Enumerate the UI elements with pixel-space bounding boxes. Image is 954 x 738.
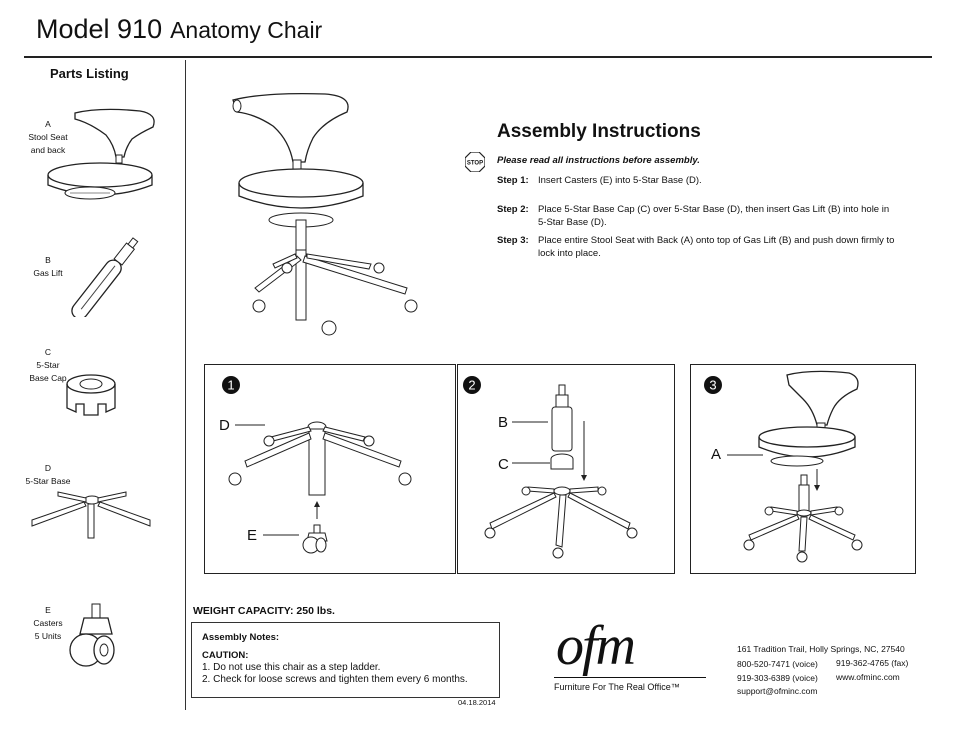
part-letter: D	[44, 463, 52, 473]
weight-capacity: WEIGHT CAPACITY: 250 lbs.	[193, 605, 335, 617]
part-name-2: and back	[30, 145, 66, 155]
step-text: Insert Casters (E) into 5-Star Base (D).	[538, 175, 702, 186]
part-name: Stool Seat	[28, 132, 68, 142]
model-subtitle: Anatomy Chair	[170, 17, 323, 43]
gas-lift-illustration	[71, 237, 139, 317]
step-panel-2: 2 B C	[457, 364, 675, 574]
company-logo: ofm Furniture For The Real Office™	[554, 616, 714, 704]
part-name: 5-Star	[36, 360, 60, 370]
step-label: Step 2:	[497, 204, 529, 215]
part-letter: A	[45, 119, 51, 129]
logo-wordmark: ofm	[556, 615, 636, 677]
company-voice-2: 919-303-6389 (voice)	[737, 673, 818, 683]
callout-e: E	[247, 527, 257, 544]
part-label-c: C 5-Star Base Cap	[13, 346, 83, 385]
step-text: Place 5-Star Base Cap (C) over 5-Star Ba…	[538, 204, 890, 228]
step-3: Step 3: Place entire Stool Seat with Back…	[497, 234, 898, 260]
step-text: Place entire Stool Seat with Back (A) on…	[538, 235, 895, 259]
company-address: 161 Tradition Trail, Holly Springs, NC, …	[737, 644, 905, 654]
assembly-notes-box: Assembly Notes: CAUTION: 1. Do not use t…	[191, 622, 500, 698]
callout-c: C	[498, 456, 509, 473]
step-panel-3: 3 A	[690, 364, 916, 574]
part-letter: E	[45, 605, 51, 615]
part-name: 5-Star Base	[25, 476, 71, 486]
note-item-1: 1. Do not use this chair as a step ladde…	[202, 662, 381, 673]
part-letter: B	[45, 255, 51, 265]
callout-d: D	[219, 417, 230, 434]
star-base-illustration	[31, 491, 151, 539]
stop-label: STOP	[467, 161, 483, 167]
logo-tagline: Furniture For The Real Office™	[554, 682, 680, 692]
part-letter: C	[44, 347, 52, 357]
stool-seat-illustration	[47, 108, 155, 200]
step-label: Step 1:	[497, 175, 529, 186]
stop-sign-icon: STOP	[465, 152, 485, 172]
note-item-2: 2. Check for loose screws and tighten th…	[202, 674, 468, 685]
part-label-b: B Gas Lift	[13, 254, 83, 280]
step-2-illustration: 2 B C	[463, 376, 638, 559]
callout-a: A	[711, 446, 721, 463]
part-name-2: Base Cap	[29, 373, 67, 383]
part-label-d: D 5-Star Base	[13, 462, 83, 488]
panel-number: 1	[227, 378, 234, 393]
part-label-e: E Casters 5 Units	[13, 604, 83, 643]
company-voice-1: 800-520-7471 (voice)	[737, 659, 818, 669]
caster-illustration	[69, 603, 115, 667]
callout-b: B	[498, 414, 508, 431]
panel-number: 3	[709, 378, 716, 393]
part-name: Casters	[33, 618, 63, 628]
column-divider	[185, 60, 186, 710]
panel-number: 2	[468, 378, 475, 393]
company-fax: 919-362-4765 (fax)	[836, 658, 909, 668]
step-2: Step 2: Place 5-Star Base Cap (C) over 5-…	[497, 203, 898, 229]
read-instructions-note: Please read all instructions before asse…	[497, 155, 700, 166]
logo-rule	[554, 677, 706, 678]
notes-title: Assembly Notes:	[202, 632, 280, 643]
header-divider	[24, 56, 932, 58]
part-name-2: 5 Units	[34, 631, 62, 641]
step-label: Step 3:	[497, 235, 529, 246]
assembly-title: Assembly Instructions	[497, 121, 701, 142]
step-panel-1: 1 D E	[204, 364, 456, 574]
step-3-illustration: 3 A	[704, 370, 863, 563]
caution-label: CAUTION:	[202, 650, 249, 661]
base-cap-illustration	[66, 374, 116, 416]
part-label-a: A Stool Seat and back	[13, 118, 83, 157]
step-1: Step 1: Insert Casters (E) into 5-Star Ba…	[497, 174, 898, 187]
company-email[interactable]: support@ofminc.com	[737, 686, 818, 696]
assembled-chair-illustration	[232, 92, 418, 336]
company-website[interactable]: www.ofminc.com	[836, 672, 900, 682]
document-date: 04.18.2014	[458, 698, 496, 707]
model-number: Model 910	[36, 14, 163, 44]
page-title: Model 910 Anatomy Chair	[36, 14, 322, 45]
part-name: Gas Lift	[33, 268, 63, 278]
parts-listing-title: Parts Listing	[50, 66, 129, 81]
step-1-illustration: 1 D E	[219, 376, 412, 554]
